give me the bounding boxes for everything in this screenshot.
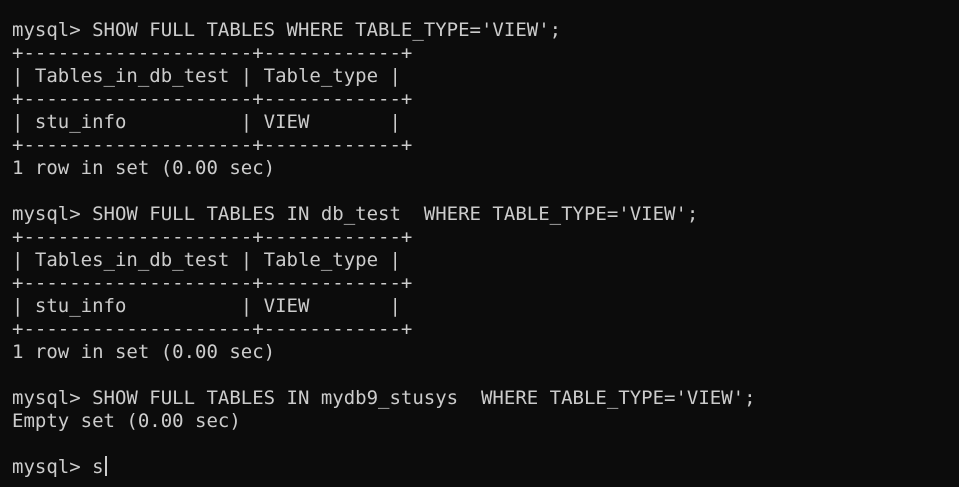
table-header-row: | Tables_in_db_test | Table_type | [12,65,401,87]
result-summary: 1 row in set (0.00 sec) [12,341,276,363]
command-line-2: mysql> SHOW FULL TABLES IN db_test WHERE… [12,203,699,225]
current-input[interactable]: s [92,456,104,478]
result-summary: 1 row in set (0.00 sec) [12,157,276,179]
blank-line [12,364,959,387]
blank-line [12,433,959,456]
result-summary: Empty set (0.00 sec) [12,410,241,432]
table-border: +--------------------+------------+ [12,318,413,340]
table-border: +--------------------+------------+ [12,88,413,110]
blank-line [12,180,959,203]
command-line-1: mysql> SHOW FULL TABLES WHERE TABLE_TYPE… [12,19,562,41]
table-row: | stu_info | VIEW | [12,295,401,317]
table-border: +--------------------+------------+ [12,42,413,64]
command-line-3: mysql> SHOW FULL TABLES IN mydb9_stusys … [12,387,756,409]
prompt-label: mysql> [12,456,93,478]
text-cursor [104,456,107,476]
table-row: | stu_info | VIEW | [12,111,401,133]
table-border: +--------------------+------------+ [12,272,413,294]
table-header-row: | Tables_in_db_test | Table_type | [12,249,401,271]
input-line[interactable]: mysql> s [12,456,959,479]
table-border: +--------------------+------------+ [12,226,413,248]
table-border: +--------------------+------------+ [12,134,413,156]
